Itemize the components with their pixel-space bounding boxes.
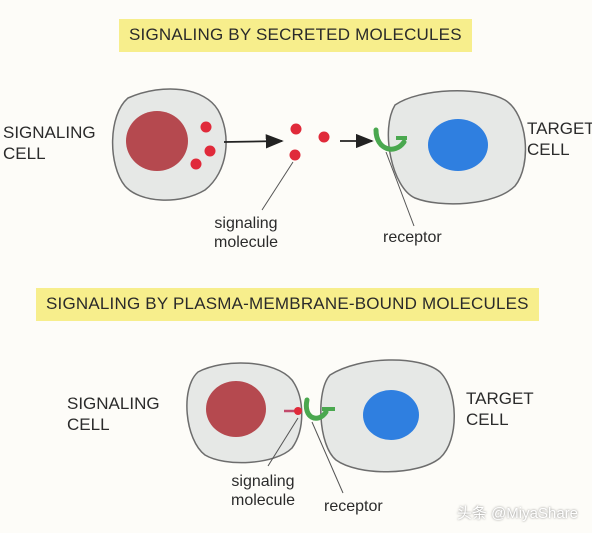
target-cell-label-top-line2: CELL (527, 140, 570, 159)
signaling-cell-label-bottom-line1: SIGNALING (67, 394, 160, 413)
secreted-molecule (290, 123, 302, 135)
watermark: 头条 @MiyaShare (456, 505, 578, 522)
target-cell-label-top: TARGET CELL (527, 118, 592, 160)
signaling-molecule-label-top-line2: molecule (213, 234, 279, 251)
secreted-molecule (204, 145, 216, 157)
receptor-pointer-top (385, 151, 415, 227)
target-cell-label-bottom: TARGET CELL (466, 388, 534, 430)
secreted-molecule (318, 131, 330, 143)
receptor-top (373, 127, 407, 152)
signaling-cell-label-bottom-line2: CELL (67, 415, 110, 434)
signaling-molecule-label-top-line1: signaling (214, 215, 278, 232)
target-nucleus-top (428, 119, 488, 171)
secreted-molecule (289, 149, 301, 161)
secreted-signaling-title: SIGNALING BY SECRETED MOLECULES (119, 19, 472, 52)
receptor-pointer-bottom (311, 421, 344, 494)
receptor-bottom (303, 397, 329, 421)
signaling-nucleus-top (126, 111, 188, 171)
target-cell-label-bottom-line2: CELL (466, 410, 509, 429)
signaling-cell-label-bottom: SIGNALING CELL (67, 393, 160, 435)
receptor-label-bottom: receptor (324, 498, 383, 515)
target-cell-label-bottom-line1: TARGET (466, 389, 534, 408)
signaling-molecule-label-top: signaling molecule (208, 214, 284, 252)
target-cell-label-top-line1: TARGET (527, 119, 592, 138)
secreted-molecule (200, 121, 212, 133)
signaling-cell-label-top: SIGNALING CELL (3, 122, 96, 164)
molecule-pointer-top (261, 161, 294, 211)
molecule-pointer-bottom (267, 417, 299, 467)
membrane-bound-molecule (294, 407, 302, 415)
signaling-molecule-label-bottom-line1: signaling (231, 473, 295, 490)
target-nucleus-bottom (363, 390, 419, 440)
signaling-molecule-label-bottom: signaling molecule (222, 472, 304, 510)
signaling-cell-label-top-line2: CELL (3, 144, 46, 163)
membrane-bound-signaling-title: SIGNALING BY PLASMA-MEMBRANE-BOUND MOLEC… (36, 288, 539, 321)
receptor-label-top: receptor (383, 229, 442, 246)
signaling-molecule-label-bottom-line2: molecule (230, 492, 296, 509)
signaling-nucleus-bottom (206, 381, 266, 437)
secretion-arrow (223, 134, 284, 149)
signaling-cell-label-top-line1: SIGNALING (3, 123, 96, 142)
secreted-molecule (190, 158, 202, 170)
